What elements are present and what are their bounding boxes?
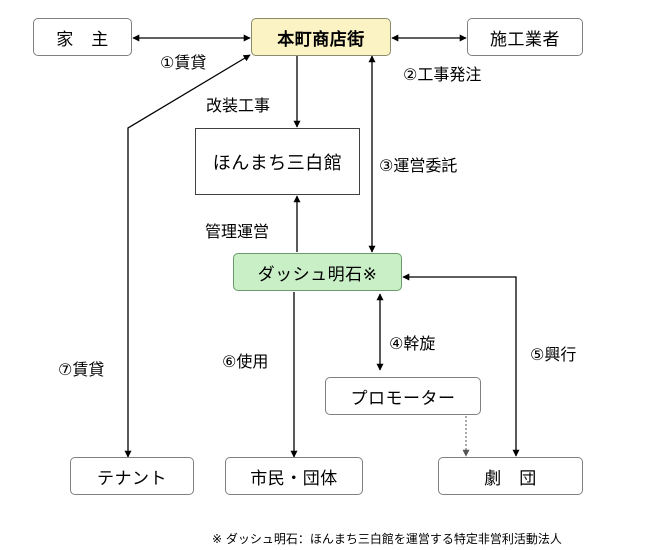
label-assen: ④幹旋: [389, 334, 436, 353]
node-yanushi: 家 主: [33, 18, 132, 56]
footnote: ※ ダッシュ明石：ほんまち三白館を運営する特定非営利活動法人: [212, 532, 562, 546]
node-gekidan: 劇 団: [438, 457, 583, 495]
label-kanri-unei: 管理運営: [205, 222, 270, 241]
label-kouji-hacchu: ②工事発注: [403, 65, 482, 84]
label-kougyou: ⑤興行: [530, 345, 577, 364]
node-sanpaku-kan: ほんまち三白館: [195, 128, 360, 195]
arrow-dash-gekidan: [402, 273, 520, 457]
node-shimin-dantai: 市民・団体: [225, 457, 363, 495]
label-shiyou: ⑥使用: [222, 352, 269, 371]
node-tenant: テナント: [70, 457, 194, 495]
node-promoter: プロモーター: [325, 377, 481, 415]
label-unei-itaku: ③運営委託: [379, 156, 458, 175]
node-dash-akashi: ダッシュ明石※: [233, 253, 402, 291]
label-kaisou-kouji: 改装工事: [206, 96, 271, 115]
arrow-hommachi-tenant: [124, 54, 251, 458]
node-sekou-gyosha: 施工業者: [467, 18, 583, 56]
node-hommachi-shotengai: 本町商店街: [251, 18, 391, 56]
label-chintai-7: ⑦賃貸: [58, 360, 105, 379]
label-chintai-1: ①賃貸: [160, 53, 207, 72]
